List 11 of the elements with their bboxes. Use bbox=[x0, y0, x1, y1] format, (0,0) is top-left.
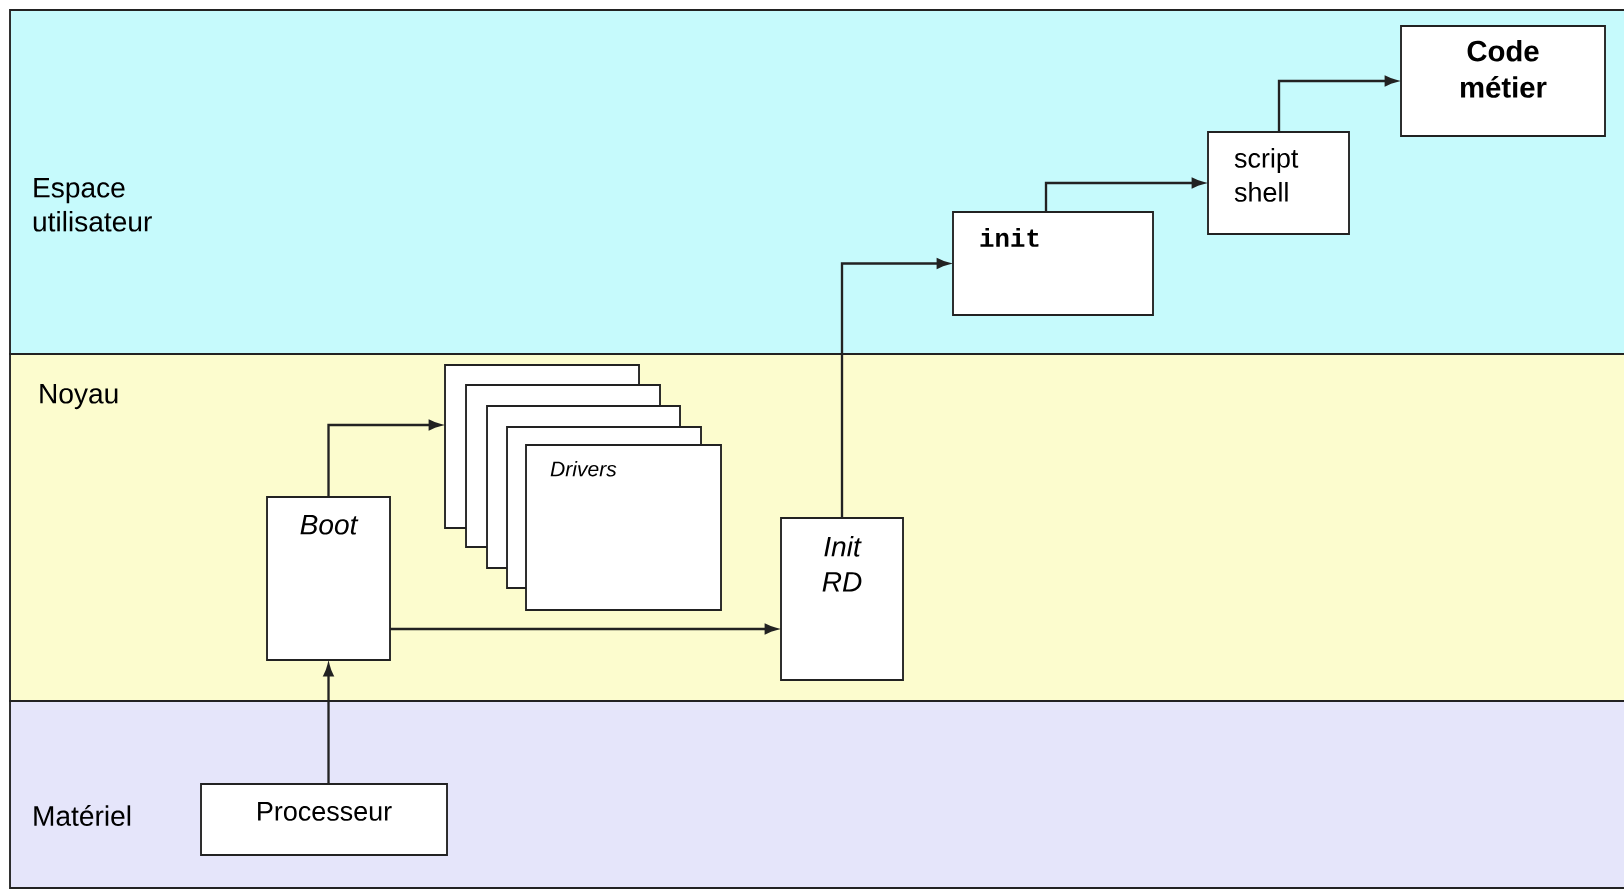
process-box: Boot bbox=[266, 496, 391, 661]
process-box: script shell bbox=[1207, 131, 1350, 235]
process-box: Init RD bbox=[780, 517, 904, 681]
arrow bbox=[327, 419, 442, 497]
arrow bbox=[1044, 177, 1205, 212]
driver-stack: Drivers bbox=[444, 364, 722, 611]
process-box: Processeur bbox=[200, 783, 448, 856]
arrow bbox=[1277, 75, 1398, 132]
arrow bbox=[390, 623, 778, 635]
process-box: Code métier bbox=[1400, 25, 1606, 137]
process-box: init bbox=[952, 211, 1154, 316]
